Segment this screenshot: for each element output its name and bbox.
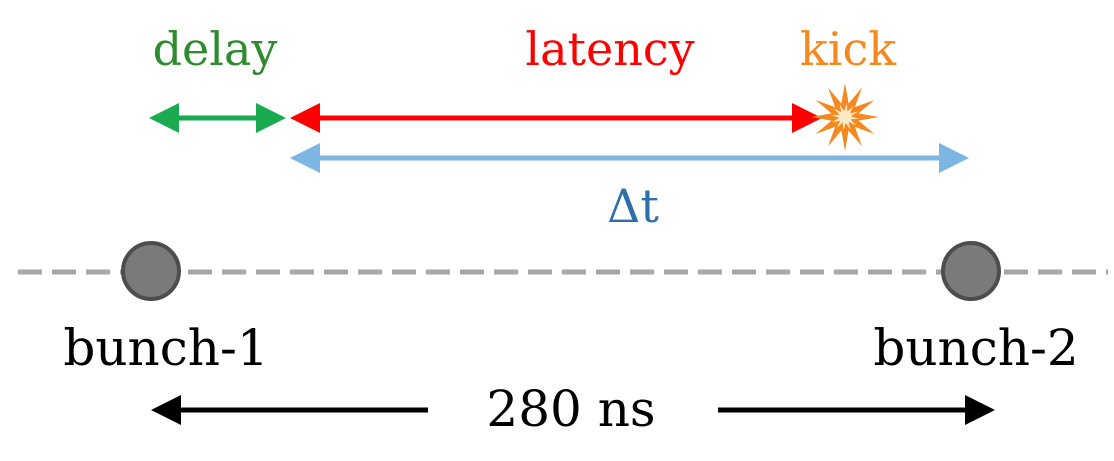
kick-starburst-icon [811, 83, 879, 151]
kick-label: kick [800, 22, 897, 76]
delay-label: delay [153, 22, 278, 76]
bunch-2-circle-icon [941, 241, 1001, 301]
bunch-1-circle-icon [121, 241, 181, 301]
latency-label: latency [525, 22, 694, 76]
delta-t-label: Δt [607, 179, 659, 233]
bunch-2-label: bunch-2 [873, 319, 1078, 377]
bunch-1-label: bunch-1 [63, 319, 268, 377]
spacing-label: 280 ns [486, 380, 655, 438]
